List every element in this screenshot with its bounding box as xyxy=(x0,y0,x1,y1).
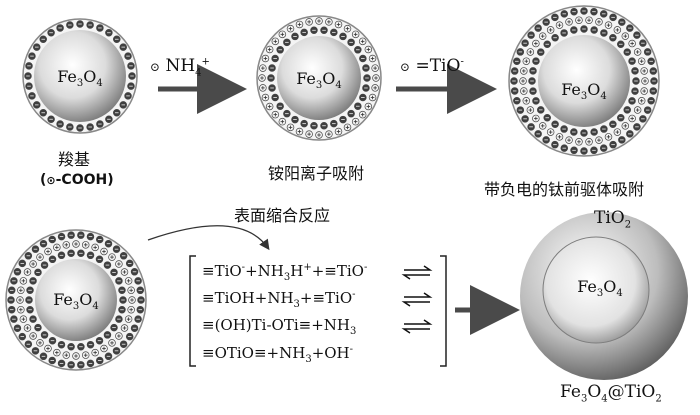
equilibrium-arrow-icon xyxy=(401,319,433,334)
label-final-product: Fe3O4@TiO2 xyxy=(560,382,662,405)
circled-dot-icon: ⊙ xyxy=(46,174,56,187)
core-label: Fe3O4 xyxy=(53,290,99,312)
negative-charge-ring xyxy=(24,20,136,132)
core-label: Fe3O4 xyxy=(561,80,607,102)
bracket-right xyxy=(440,255,447,367)
core-label: Fe3O4 xyxy=(57,67,103,89)
label-tio: ⊙ =TiO- xyxy=(400,56,464,76)
negative-charge-ring xyxy=(7,231,145,369)
label-tio2: TiO2 xyxy=(594,208,632,231)
circled-dot-icon: ⊙ xyxy=(150,60,161,74)
positive-charge-ring xyxy=(16,240,136,360)
equilibrium-arrow-icon xyxy=(401,292,433,307)
bracket-left xyxy=(189,255,196,367)
positive-charge-ring xyxy=(258,17,380,139)
circled-dot-icon: ⊙ xyxy=(400,60,411,74)
particle-fe3o4-tio2: Fe3O4 xyxy=(520,212,688,380)
particle-carboxyl: Fe3O4 xyxy=(22,18,138,134)
positive-charge-ring xyxy=(519,16,649,146)
negative-charge-ring xyxy=(25,249,127,351)
core-label: Fe3O4 xyxy=(296,69,342,91)
negative-charge-ring xyxy=(267,26,371,130)
equation-4: ≡OTiO≡+NH3+OH- xyxy=(202,344,354,365)
particle-before-condensation: Fe3O4 xyxy=(5,229,147,371)
negative-charge-ring xyxy=(510,7,658,155)
label-surface-condensation: 表面缩合反应 xyxy=(234,206,331,225)
label-ammonium-adsorb: 铵阳离子吸附 xyxy=(268,164,365,183)
particle-ammonium: Fe3O4 xyxy=(256,15,382,141)
curved-arrow-icon xyxy=(147,225,270,251)
core-label: Fe3O4 xyxy=(577,277,623,299)
label-cooh: (⊙-COOH) xyxy=(40,172,114,188)
equation-2: ≡TiOH+NH3+≡TiO- xyxy=(202,289,356,310)
particle-ti-precursor: Fe3O4 xyxy=(508,5,660,157)
negative-charge-ring xyxy=(528,25,640,137)
equation-1: ≡TiO-+NH3H++≡TiO- xyxy=(202,262,368,283)
label-ti-precursor-adsorb: 带负电的钛前驱体吸附 xyxy=(484,180,645,199)
label-carboxyl: 羧基 xyxy=(58,150,91,169)
equation-3: ≡(OH)Ti-OTi≡+NH3 xyxy=(202,316,357,337)
equilibrium-arrow-icon xyxy=(401,265,433,280)
label-nh4: ⊙ NH4+ xyxy=(150,56,210,79)
